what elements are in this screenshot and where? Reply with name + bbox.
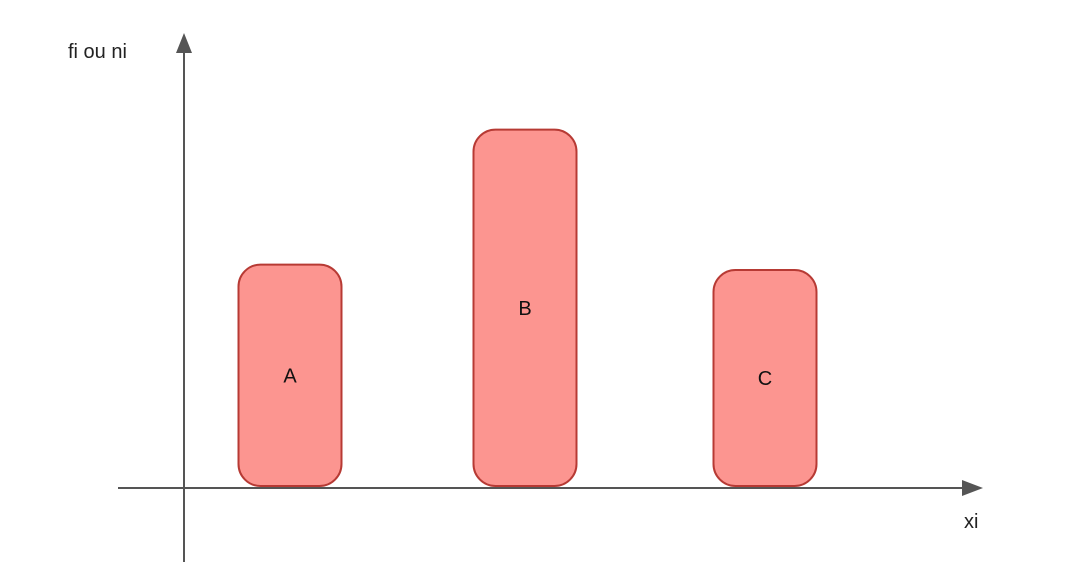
y-axis-label: fi ou ni xyxy=(68,41,127,63)
bar-label-c: C xyxy=(758,368,772,390)
x-axis-label: xi xyxy=(964,511,978,533)
bar-label-a: A xyxy=(283,365,297,387)
bar-a xyxy=(237,263,343,487)
bar-b xyxy=(472,128,578,487)
bar-label-b: B xyxy=(518,298,531,320)
x-axis-arrow-icon xyxy=(962,480,983,496)
bar-c xyxy=(712,269,818,487)
bars-group: A B C xyxy=(237,128,818,487)
axes: fi ou ni xi xyxy=(68,33,983,562)
y-axis-arrow-icon xyxy=(176,33,192,53)
